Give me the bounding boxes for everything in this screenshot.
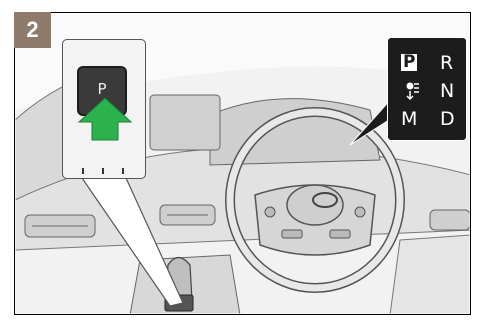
center-display [150, 95, 220, 150]
instrument-hood [210, 99, 380, 165]
gear-position-indicator: P R N M D [387, 37, 467, 141]
step-number-badge: 2 [14, 12, 51, 48]
gear-manual-indicator: M [401, 110, 417, 129]
gear-reverse-indicator: R [440, 54, 453, 73]
gear-neutral-indicator: N [440, 82, 454, 101]
green-up-arrow-icon [63, 40, 147, 180]
gear-park-indicator: P [401, 54, 417, 71]
right-dash-panel [390, 235, 471, 315]
gear-drive-indicator: D [440, 110, 455, 129]
shift-lock-release-icon [402, 80, 422, 102]
p-button-callout: P [62, 39, 146, 179]
